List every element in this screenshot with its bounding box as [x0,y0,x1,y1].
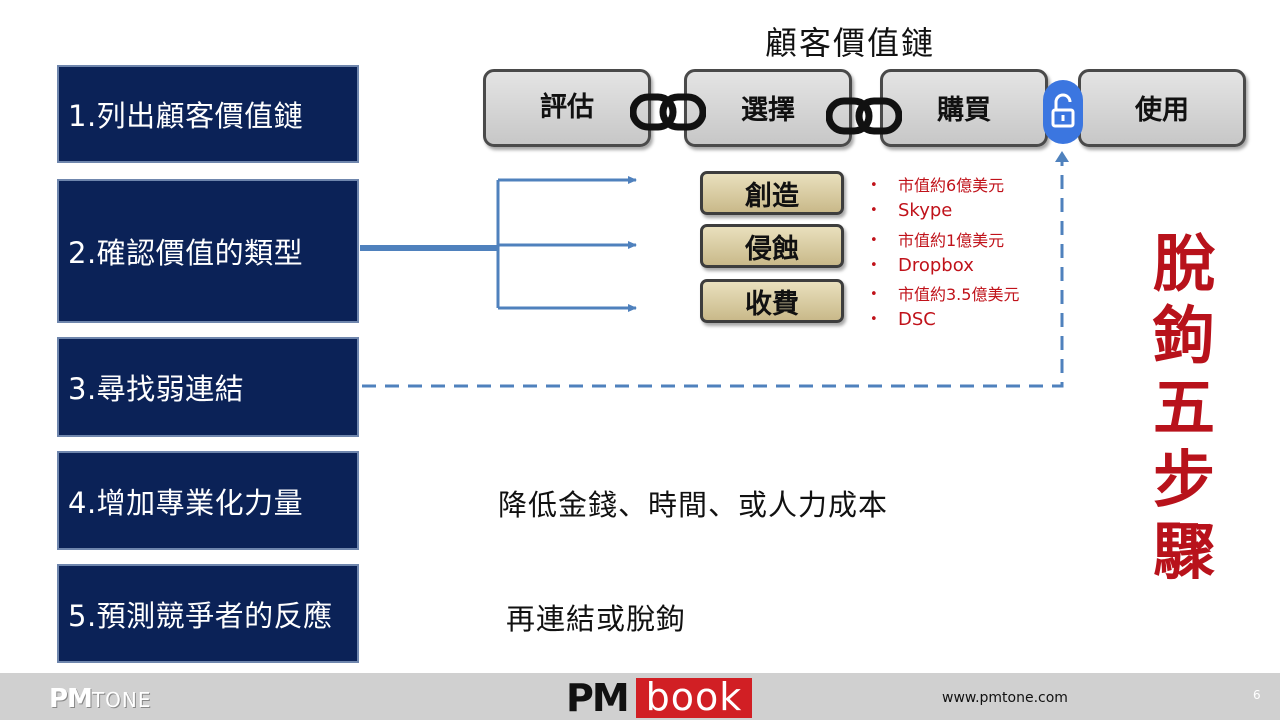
side-title-char: 五 [1152,371,1215,444]
value-type-create: 創造 [700,171,844,215]
logo-text: PM [566,676,630,720]
bullet-list-create: •市值約6億美元 •Skype [870,173,1004,223]
chain-link-label: 使用 [1135,94,1189,126]
dashed-arrow-head [1055,151,1069,162]
bullet-item: 市值約3.5億美元 [898,285,1020,304]
page-number: 6 [1253,688,1261,702]
value-type-label: 創造 [745,180,799,212]
chain-link-use: 使用 [1078,69,1246,147]
chain-link-label: 評估 [540,91,594,123]
bullet-item: Dropbox [898,255,974,276]
step-label: 5.預測競爭者的反應 [68,598,333,633]
step-label: 1.列出顧客價值鏈 [68,99,304,133]
chain-link-purchase: 購買 [880,69,1048,147]
step-5-note: 再連結或脫鉤 [506,602,687,636]
chain-title: 顧客價值鏈 [764,24,935,62]
side-title-char: 驟 [1152,515,1215,588]
side-title: 脫 鉤 五 步 驟 [1148,228,1220,588]
bullet-item: DSC [898,309,936,330]
value-type-label: 收費 [745,288,799,320]
pmtone-logo: PMTONE [49,684,152,714]
step-5-box: 5.預測競爭者的反應 [57,564,359,663]
chain-link-evaluate: 評估 [483,69,651,147]
step-4-box: 4.增加專業化力量 [57,451,359,550]
dashed-link-arrow [362,162,1064,388]
step-1-box: 1.列出顧客價值鏈 [57,65,359,163]
logo-text: TONE [91,688,152,712]
step-4-note: 降低金錢、時間、或人力成本 [498,488,889,522]
side-title-char: 步 [1152,443,1215,516]
step-label: 4.增加專業化力量 [68,485,304,520]
step-2-box: 2.確認價值的類型 [57,179,359,323]
bullet-item: Skype [898,200,953,221]
step-label: 2.確認價值的類型 [68,236,304,270]
unlock-icon [1043,80,1083,144]
branch-arrows [360,176,637,312]
value-type-charge: 收費 [700,279,844,323]
bullet-list-charge: •市值約3.5億美元 •DSC [870,282,1019,332]
side-title-char: 鉤 [1152,299,1215,372]
chain-link-icon [630,93,706,131]
pmbook-logo: PM book [566,676,753,720]
logo-text: book [635,678,753,718]
bullet-list-erode: •市值約1億美元 •Dropbox [870,228,1004,278]
side-title-char: 脫 [1152,227,1215,300]
chain-link-label: 選擇 [741,94,795,126]
value-type-erode: 侵蝕 [700,224,844,268]
chain-link-select: 選擇 [684,69,852,147]
chain-link-label: 購買 [937,94,991,126]
footer-url: www.pmtone.com [942,690,1068,706]
chain-link-icon [826,97,902,135]
bullet-item: 市值約1億美元 [898,231,1005,250]
bullet-item: 市值約6億美元 [898,176,1005,195]
value-type-label: 侵蝕 [745,233,799,265]
step-label: 3.尋找弱連結 [68,372,245,406]
step-3-box: 3.尋找弱連結 [57,337,359,437]
logo-text: PM [49,684,93,714]
